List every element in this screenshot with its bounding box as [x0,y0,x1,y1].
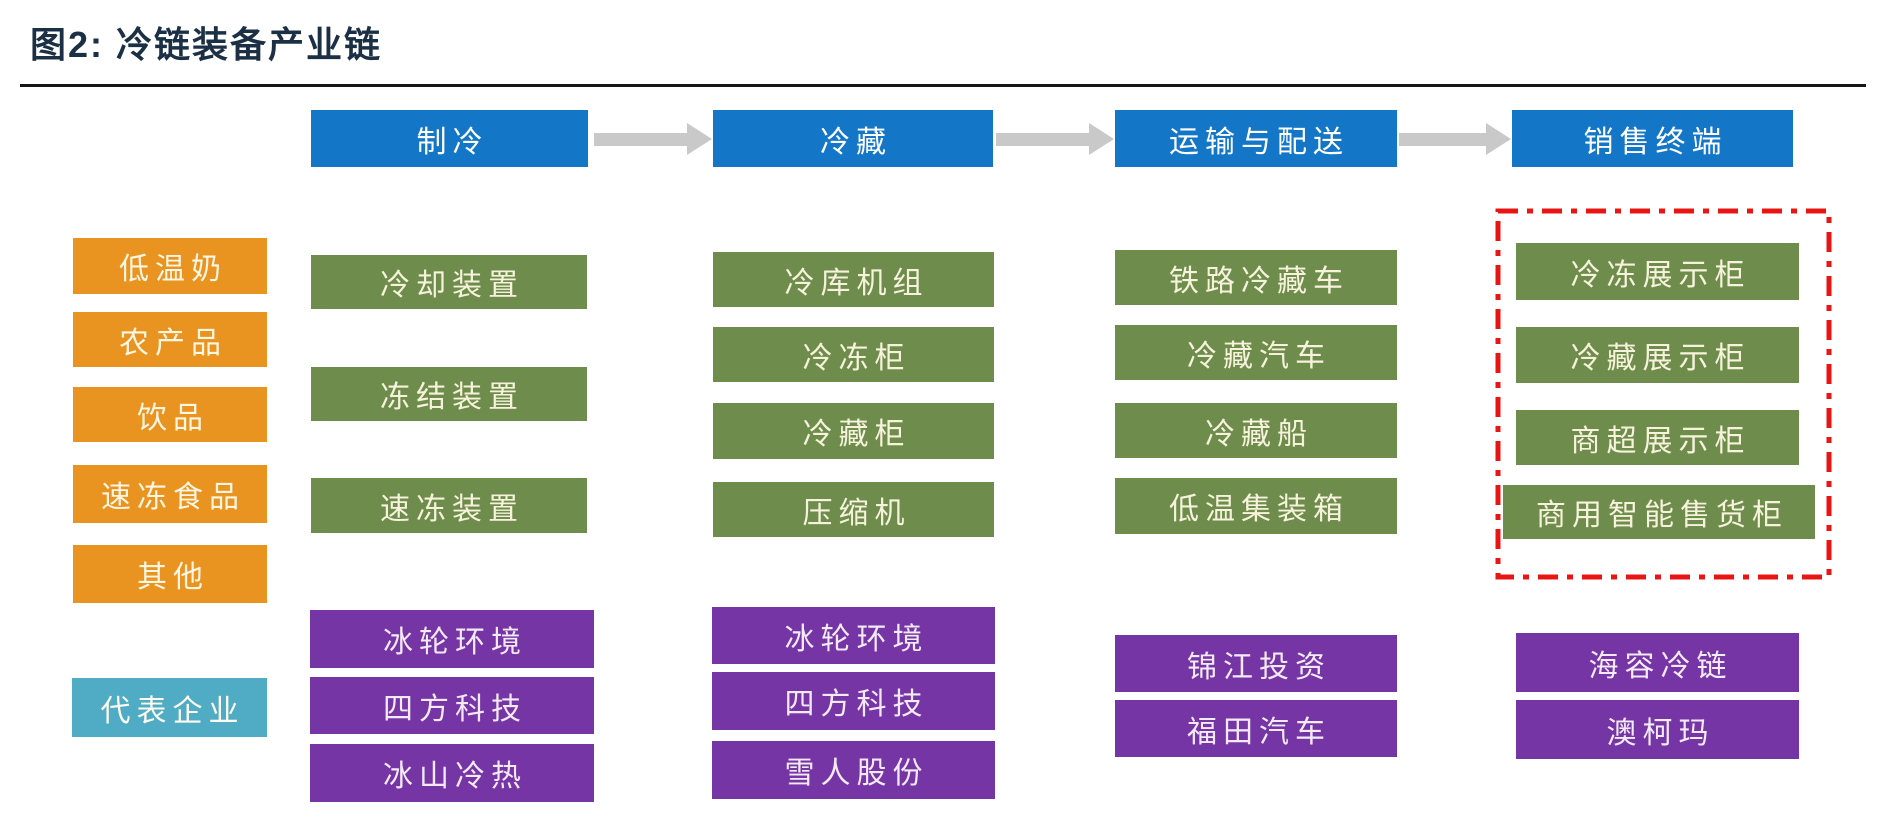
product-box: 速冻装置 [311,478,587,533]
product-box: 冷却装置 [311,255,587,309]
product-box: 商超展示柜 [1516,410,1799,465]
product-box: 冷藏柜 [713,403,994,459]
title-divider [20,84,1866,87]
highlight-border [1495,208,1832,580]
category-box-beverage: 饮品 [73,387,267,442]
arrow-shaft [594,132,687,146]
company-box: 海容冷链 [1516,633,1799,692]
company-box: 福田汽车 [1115,700,1397,757]
company-box: 锦江投资 [1115,635,1397,692]
category-box-agricultural: 农产品 [73,312,267,367]
arrow-shaft [996,132,1089,146]
category-box-other: 其他 [73,545,267,603]
company-box: 澳柯玛 [1516,700,1799,759]
stage-header-refrigeration: 制冷 [311,110,588,167]
product-box: 冷库机组 [713,252,994,307]
product-box: 冷冻展示柜 [1516,243,1799,300]
product-box: 冷藏汽车 [1115,325,1397,380]
company-box: 冰轮环境 [310,610,594,668]
stage-header-retail: 销售终端 [1512,110,1793,167]
company-box: 四方科技 [310,677,594,734]
arrow-head-icon [687,123,712,155]
product-box: 冷冻柜 [713,327,994,382]
stage-header-cold-storage: 冷藏 [713,110,993,167]
arrow-head-icon [1486,123,1511,155]
category-box-frozen-food: 速冻食品 [73,465,267,523]
category-box-low-temp-milk: 低温奶 [73,238,267,294]
product-box: 冻结装置 [311,367,587,421]
flow-arrow-3 [1399,123,1511,155]
arrow-shaft [1399,132,1486,146]
company-box: 冰轮环境 [712,607,995,664]
arrow-head-icon [1089,123,1114,155]
product-box: 商用智能售货柜 [1503,485,1815,539]
company-box: 冰山冷热 [310,744,594,802]
product-box: 低温集装箱 [1115,478,1397,534]
product-box: 铁路冷藏车 [1115,250,1397,305]
product-box: 冷藏展示柜 [1516,327,1799,383]
product-box: 压缩机 [713,482,994,537]
flow-arrow-1 [594,123,712,155]
figure-title: 图2: 冷链装备产业链 [30,24,383,65]
company-box: 四方科技 [712,672,995,730]
flow-arrow-2 [996,123,1114,155]
company-box: 雪人股份 [712,741,995,799]
product-box: 冷藏船 [1115,403,1397,458]
stage-header-transport: 运输与配送 [1115,110,1397,167]
legend-box-representative-companies: 代表企业 [72,678,267,737]
